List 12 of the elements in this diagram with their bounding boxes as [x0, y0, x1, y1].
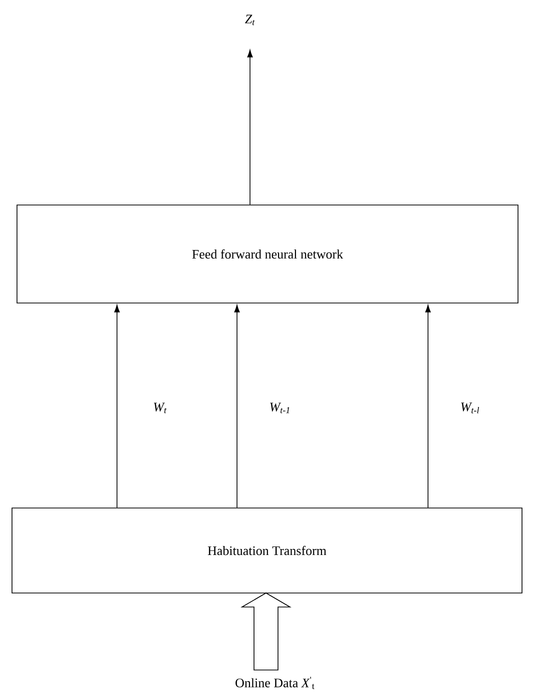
- edge-label: W$_{t}$: [154, 402, 167, 414]
- block-arrow: [240, 592, 292, 670]
- arrow: [114, 304, 120, 508]
- edge-label: W$_{t-1}$: [270, 402, 290, 414]
- edge-label: W$_{t-l}$: [461, 402, 479, 414]
- arrow: [425, 304, 431, 508]
- output-label: Z$_{t}$: [245, 14, 255, 26]
- text-label: Online Data X$^{'}$t: [236, 676, 314, 690]
- process-box: Feed forward neural network: [16, 204, 518, 304]
- process-box: Habituation Transform: [12, 508, 522, 594]
- arrow: [247, 50, 253, 205]
- arrow: [234, 304, 240, 508]
